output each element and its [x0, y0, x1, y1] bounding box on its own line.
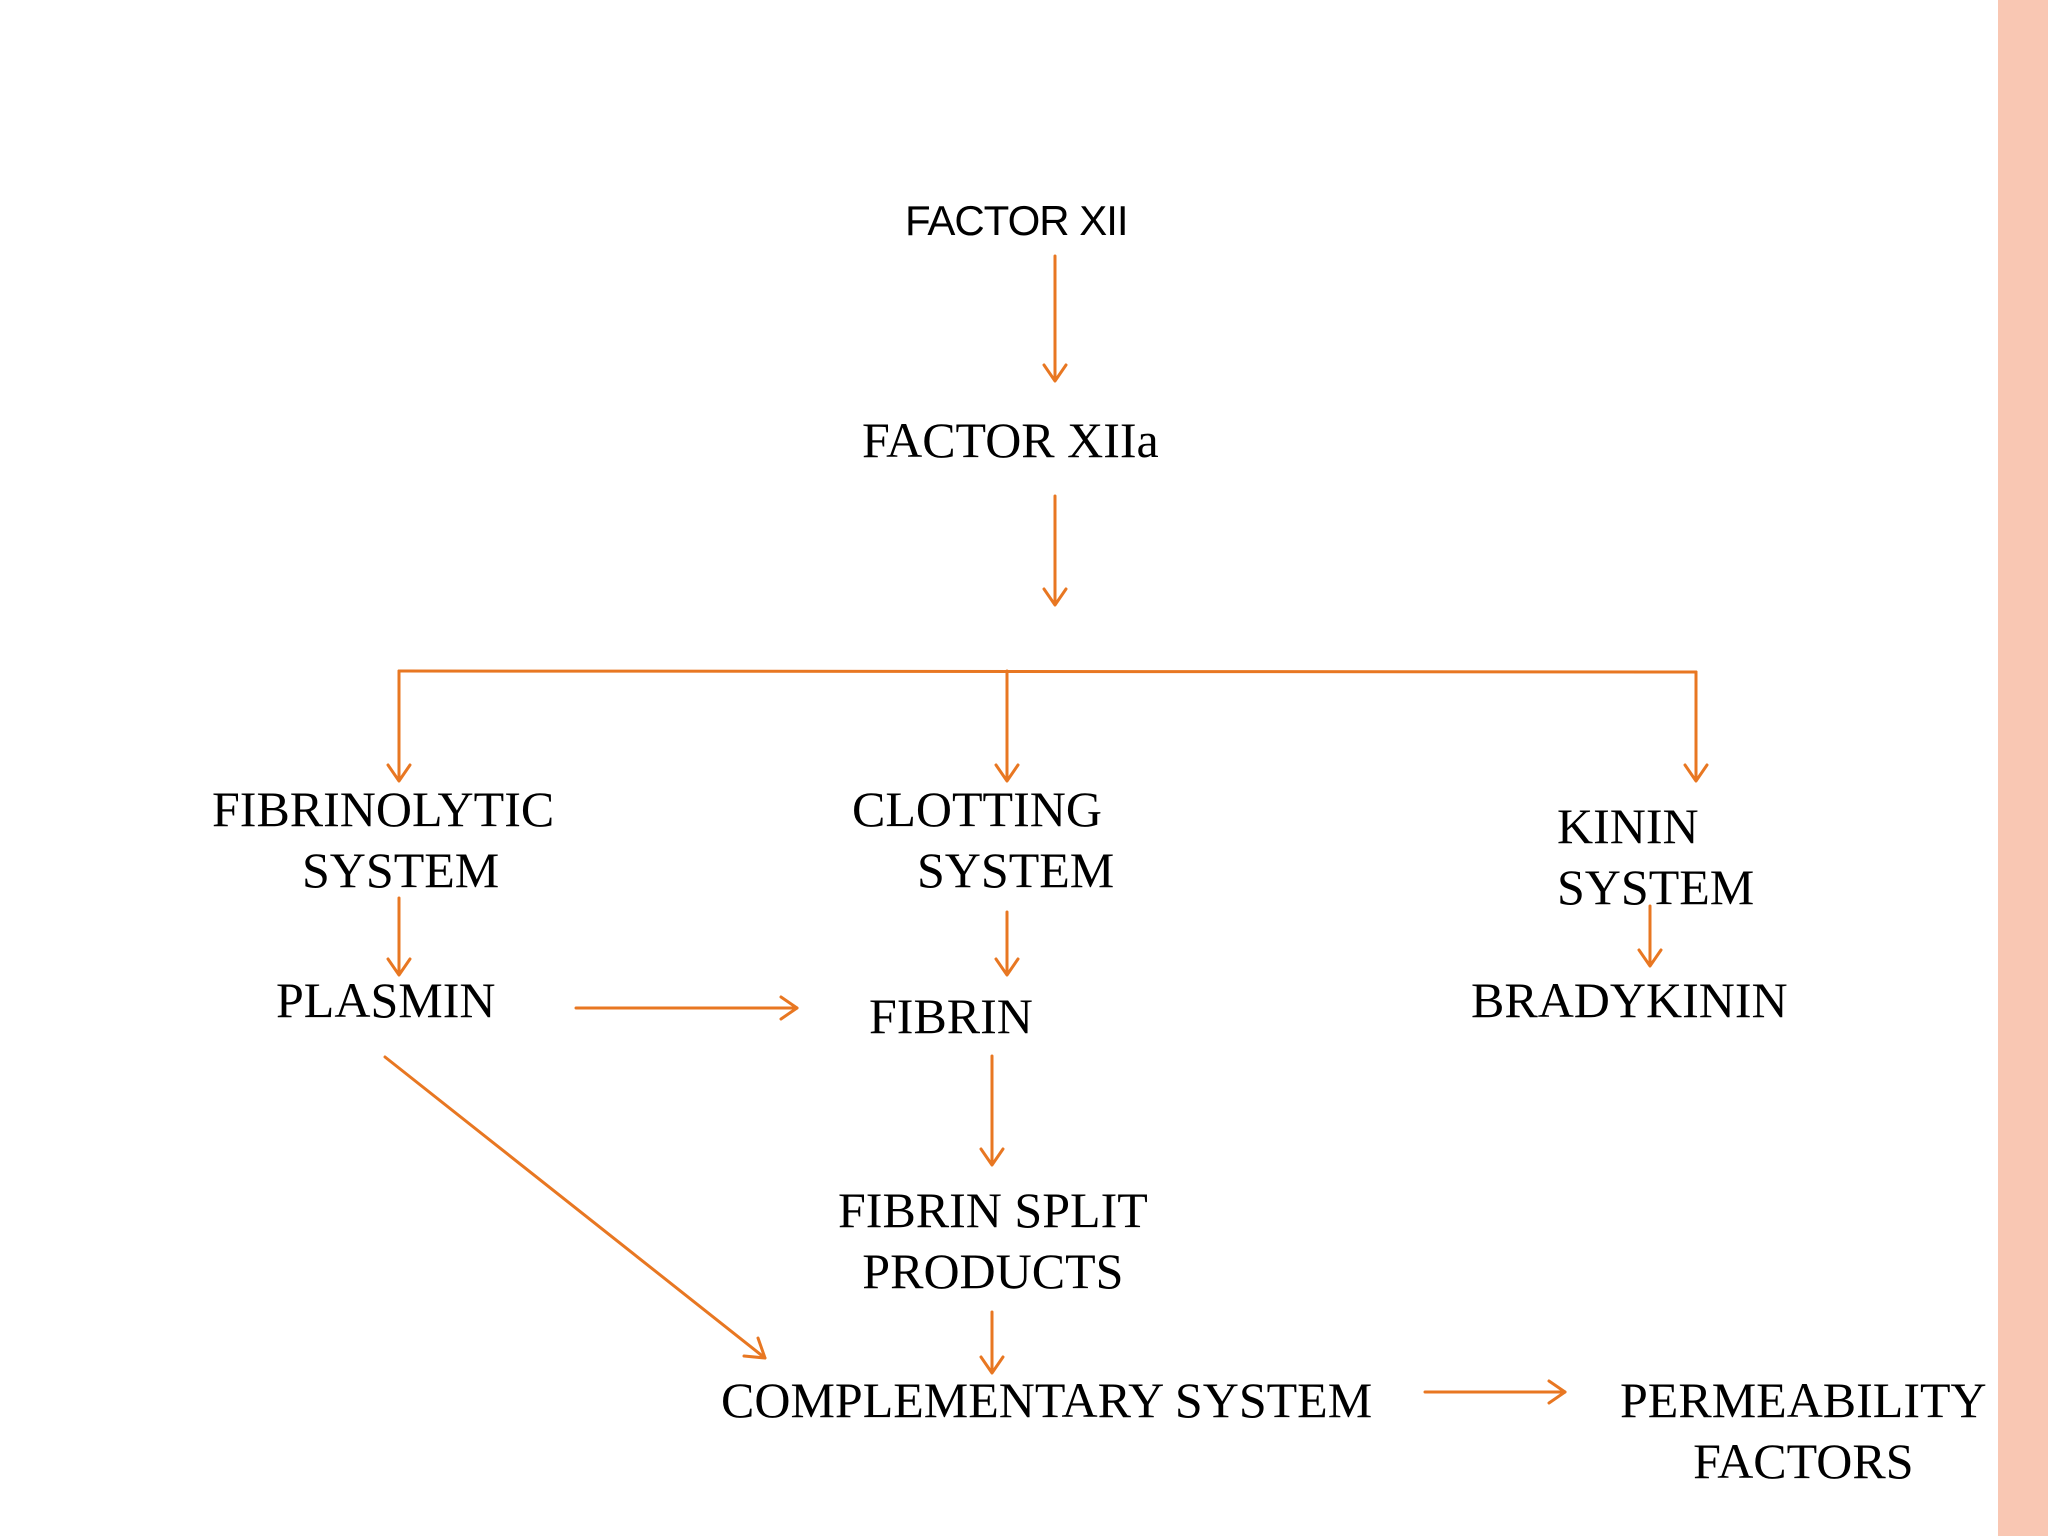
arrowhead-clotting	[994, 763, 1020, 783]
node-factor-xiia: FACTOR XIIa	[862, 410, 1159, 471]
arrowhead-plasmin-complementary	[742, 1336, 767, 1360]
arrow-plasmin-to-complementary	[383, 1055, 767, 1360]
side-accent-band	[1998, 0, 2048, 1536]
arrowhead-permeability	[1547, 1379, 1567, 1405]
node-label: COMPLEMENTARY SYSTEM	[721, 1372, 1373, 1428]
node-label-line-1: CLOTTING	[852, 781, 1102, 837]
arrowhead-plasmin	[386, 957, 412, 977]
arrowhead-bradykinin	[1637, 948, 1663, 968]
node-fibrin: FIBRIN	[869, 986, 1033, 1047]
node-bradykinin: BRADYKININ	[1471, 970, 1788, 1031]
arrowhead-kinin	[1683, 763, 1709, 783]
node-permeability-factors: PERMEABILITY FACTORS	[1620, 1370, 1987, 1492]
node-label: FACTOR XII	[905, 197, 1129, 244]
node-complementary-system: COMPLEMENTARY SYSTEM	[721, 1370, 1372, 1431]
node-label-line-1: FIBRINOLYTIC	[212, 781, 555, 837]
arrowhead-fibrinolytic	[386, 763, 412, 783]
arrowhead-branch	[1042, 587, 1068, 607]
node-label: BRADYKININ	[1471, 972, 1788, 1028]
node-label: PLASMIN	[276, 972, 496, 1028]
node-label: FIBRIN	[869, 988, 1033, 1044]
node-label-line-2: SYSTEM	[1557, 859, 1755, 915]
node-label-line-2: SYSTEM	[302, 842, 500, 898]
node-fibrin-split-products: FIBRIN SPLIT PRODUCTS	[838, 1180, 1148, 1302]
arrowhead-factor-xiia	[1042, 363, 1068, 383]
node-label-line-1: KININ	[1557, 798, 1699, 854]
node-label-line-2: FACTORS	[1693, 1433, 1914, 1489]
node-clotting-system: CLOTTING SYSTEM	[852, 779, 1114, 901]
node-label-line-2: PRODUCTS	[862, 1243, 1124, 1299]
node-plasmin: PLASMIN	[276, 970, 495, 1031]
node-factor-xii: FACTOR XII	[905, 190, 1129, 251]
arrowhead-split	[979, 1147, 1005, 1167]
node-label-line-1: PERMEABILITY	[1620, 1372, 1987, 1428]
node-kinin-system: KININ SYSTEM	[1557, 796, 1754, 918]
node-label: FACTOR XIIa	[862, 412, 1159, 468]
arrowhead-fibrin	[994, 957, 1020, 977]
branch-bar	[397, 669, 1698, 674]
node-fibrinolytic-system: FIBRINOLYTIC SYSTEM	[212, 779, 554, 901]
arrowhead-plasmin-fibrin	[779, 995, 799, 1021]
node-label-line-2: SYSTEM	[917, 842, 1115, 898]
node-label-line-1: FIBRIN SPLIT	[838, 1182, 1148, 1238]
arrowhead-complementary	[979, 1355, 1005, 1375]
